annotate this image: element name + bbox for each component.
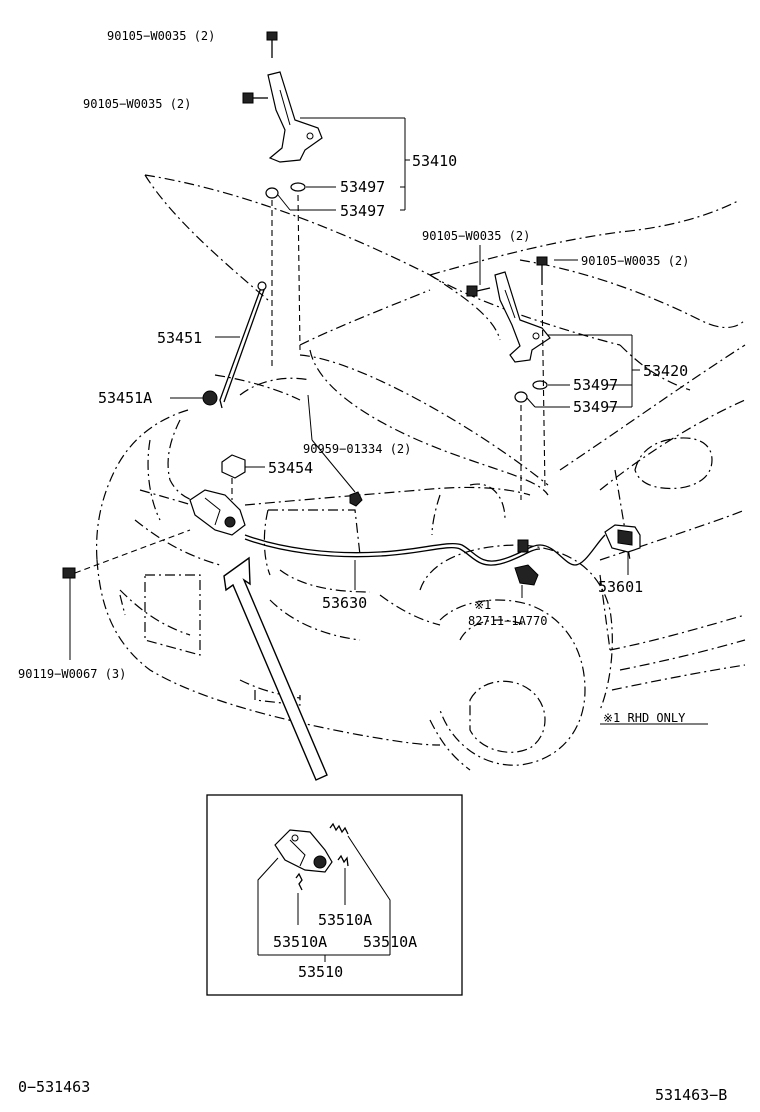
- spring-icon: [329, 822, 349, 835]
- bolt-icon: [62, 567, 76, 579]
- lock-support: [221, 454, 265, 500]
- courtesy-switch: [514, 564, 539, 598]
- label-code-right: 531463−B: [655, 1086, 727, 1104]
- label-bolt-top2: 90105−W0035 (2): [83, 97, 191, 111]
- clip-assembly: [307, 394, 363, 507]
- detail-arrow: [223, 556, 328, 781]
- washer-icon: [514, 391, 528, 403]
- switch-icon: [514, 564, 539, 586]
- washer-icon: [290, 182, 306, 192]
- bolt-icon: [466, 285, 478, 297]
- label-code-left: 0−531463: [18, 1078, 90, 1096]
- label-spring-1: 53510A: [318, 911, 372, 929]
- label-washer-d: 53497: [573, 398, 618, 416]
- label-hinge-rh: 53420: [643, 362, 688, 380]
- label-washer-b: 53497: [340, 202, 385, 220]
- label-spring-2: 53510A: [273, 933, 327, 951]
- label-note-mark: ※1: [474, 598, 491, 612]
- washer-icon: [532, 380, 548, 390]
- detail-inset: [206, 794, 463, 996]
- label-clip: 90959−01334 (2): [303, 442, 411, 456]
- leader-53410: [277, 117, 410, 211]
- part-labels: 90105−W0035 (2) 90105−W0035 (2) 53410 53…: [18, 29, 727, 1104]
- rod-holder-icon: [202, 390, 218, 406]
- bolt-icon: [266, 31, 278, 41]
- washer-icon: [265, 187, 279, 199]
- label-bolt-rh2: 90105−W0035 (2): [581, 254, 689, 268]
- label-bolt-top: 90105−W0035 (2): [107, 29, 215, 43]
- label-bolt-lock: 90119−W0067 (3): [18, 667, 126, 681]
- label-bolt-rh1: 90105−W0035 (2): [422, 229, 530, 243]
- car-body-outline: [96, 174, 746, 771]
- leader-53420: [479, 245, 640, 408]
- label-washer-a: 53497: [340, 178, 385, 196]
- bolt-icon: [242, 92, 254, 104]
- spring-icon: [337, 854, 349, 867]
- label-spring-3: 53510A: [363, 933, 417, 951]
- clip-icon: [349, 491, 363, 507]
- label-release-lever: 53601: [598, 578, 643, 596]
- release-cable-icon: [244, 534, 541, 562]
- bolt-icon: [536, 256, 548, 266]
- hinge-lh-icon: [267, 71, 323, 163]
- label-hood-rod: 53451: [157, 329, 202, 347]
- spring-icon: [295, 872, 303, 891]
- hinge-rh-icon: [494, 271, 551, 363]
- label-washer-c: 53497: [573, 376, 618, 394]
- release-lever: [604, 524, 641, 575]
- hood-support-rod: [170, 281, 267, 409]
- label-lock-support: 53454: [268, 459, 313, 477]
- hinge-rh-assembly: [466, 256, 551, 500]
- arrow-icon: [223, 556, 328, 781]
- label-release-cable: 53630: [322, 594, 367, 612]
- lock-bolt: [62, 529, 191, 660]
- label-lock-assy: 53510: [298, 963, 343, 981]
- lock-support-icon: [221, 454, 246, 479]
- hinge-lh-assembly: [242, 31, 323, 370]
- label-switch: 82711−1A770: [468, 614, 547, 628]
- release-cable: [244, 534, 606, 590]
- hood-lock-icon: [189, 489, 246, 536]
- hood-rod-icon: [219, 284, 263, 409]
- label-hinge-lh: 53410: [412, 152, 457, 170]
- label-rhd-note: ※1 RHD ONLY: [603, 711, 686, 725]
- label-rod-holder: 53451A: [98, 389, 152, 407]
- hood-lock-on-car: [189, 489, 246, 536]
